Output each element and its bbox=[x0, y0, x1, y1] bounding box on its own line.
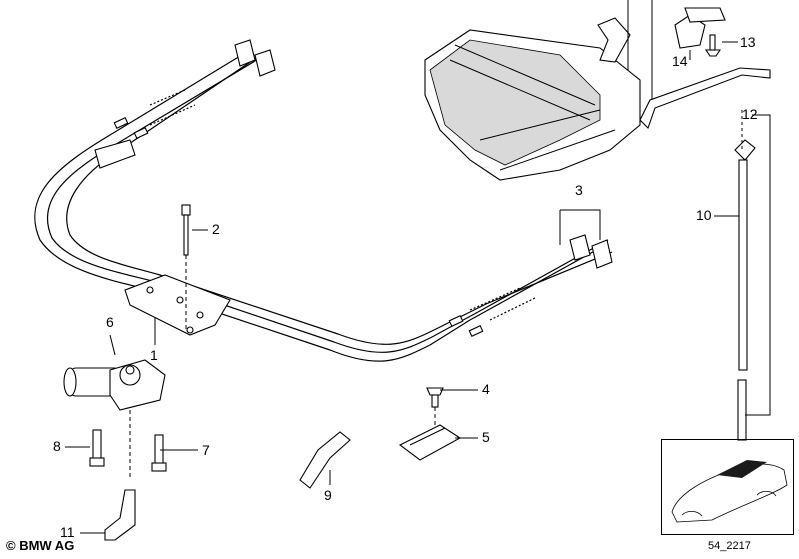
screw-part-7 bbox=[151, 434, 167, 472]
fastener-part-13 bbox=[704, 34, 722, 57]
diagram-reference: 54_2217 bbox=[708, 540, 751, 552]
callout-6: 6 bbox=[106, 314, 114, 330]
callout-3: 3 bbox=[575, 182, 583, 198]
callout-lines bbox=[65, 41, 739, 534]
crank-part-11 bbox=[104, 489, 136, 541]
guide-part-5 bbox=[398, 424, 462, 461]
callout-9: 9 bbox=[324, 487, 332, 503]
vehicle-inset bbox=[661, 439, 794, 535]
screw-part-4 bbox=[426, 387, 444, 430]
clip-part-14 bbox=[674, 14, 706, 49]
callout-4: 4 bbox=[482, 381, 490, 397]
callout-2: 2 bbox=[212, 221, 220, 237]
callout-7: 7 bbox=[202, 442, 210, 458]
callout-11: 11 bbox=[60, 524, 75, 540]
callout-8: 8 bbox=[53, 438, 61, 454]
callout-bracket-12 bbox=[627, 0, 771, 416]
rod-part-10 bbox=[734, 110, 756, 441]
cable-bracket-right bbox=[569, 234, 613, 269]
bolt-part-2 bbox=[181, 204, 191, 330]
drive-motor bbox=[63, 359, 166, 480]
car-outline-icon bbox=[671, 460, 788, 523]
callout-14: 14 bbox=[672, 53, 688, 69]
callout-10: 10 bbox=[696, 207, 712, 223]
screw-part-8 bbox=[89, 429, 105, 467]
cable-spring-top bbox=[113, 89, 196, 139]
callout-5: 5 bbox=[482, 429, 490, 445]
cable-spring-right bbox=[448, 287, 536, 337]
copyright-label: © BMW AG bbox=[6, 538, 75, 553]
callout-1: 1 bbox=[150, 347, 158, 363]
callout-13: 13 bbox=[740, 34, 756, 50]
hose-part-9 bbox=[299, 431, 351, 489]
clip-bracket bbox=[597, 17, 631, 63]
mounting-plate bbox=[124, 274, 231, 336]
roof-panel bbox=[424, 29, 641, 181]
clamp-bracket-top bbox=[684, 7, 726, 23]
cable-bracket-top bbox=[94, 39, 276, 169]
drive-cables bbox=[34, 49, 613, 362]
callout-12: 12 bbox=[742, 106, 758, 122]
tube-part-12 bbox=[639, 67, 771, 130]
